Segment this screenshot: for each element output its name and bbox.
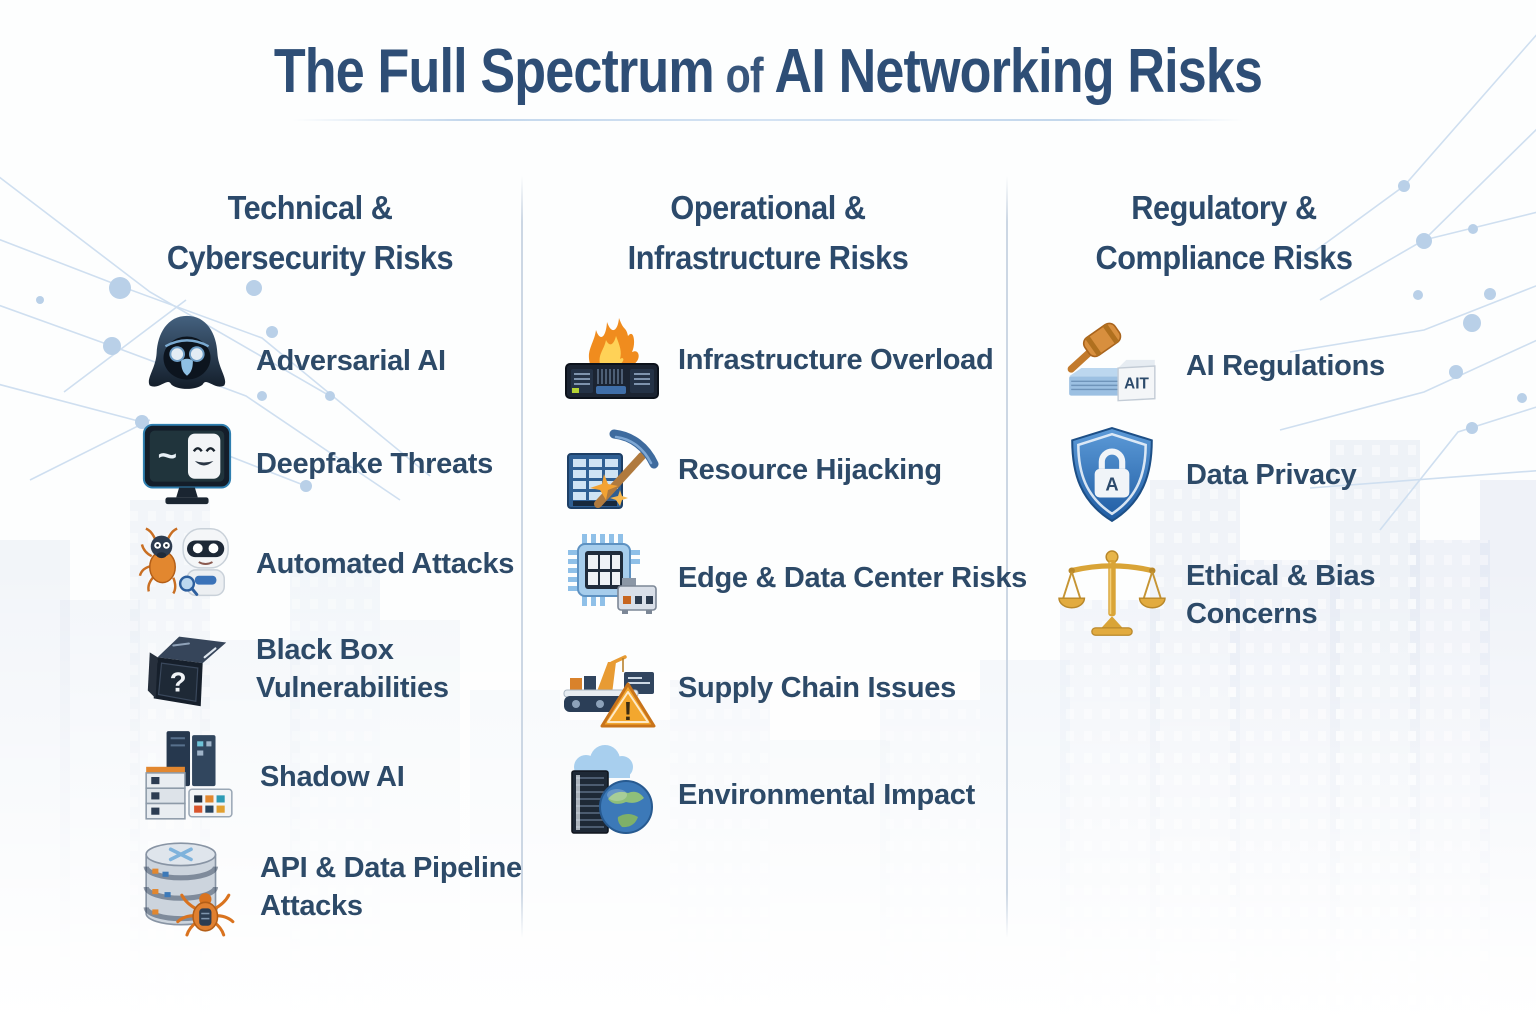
risk-item-label: API & Data Pipeline Attacks	[260, 851, 522, 922]
header-line: Cybersecurity Risks	[166, 239, 454, 276]
risk-item: ! Supply Chain Issues	[562, 638, 956, 738]
risk-item: Adversarial AI	[138, 312, 446, 410]
risk-item-label: AI Regulations	[1186, 349, 1385, 382]
risk-item: Edge & Data Center Risks	[562, 528, 1027, 628]
risk-item: A Data Privacy	[1056, 424, 1357, 526]
gavel-ai-block-icon: AIT	[1067, 322, 1156, 402]
risk-item-label: Environmental Impact	[678, 778, 975, 811]
risk-item-label: Edge & Data Center Risks	[678, 561, 1027, 594]
risk-item: ~ Deepfake Threats	[138, 415, 493, 513]
risk-item: ? Black Box Vulnerabilities	[138, 620, 496, 718]
header-line: Compliance Risks	[1095, 239, 1353, 276]
risk-item-label: Infrastructure Overload	[678, 343, 994, 376]
black-box-question-icon: ?	[147, 636, 227, 707]
risk-item: Ethical & Bias Concerns	[1056, 542, 1401, 648]
warning-exclamation-glyph: !	[624, 696, 633, 726]
column-header-regulatory: Regulatory & Compliance Risks	[1029, 183, 1420, 283]
shadow-server-cluster-icon	[145, 731, 233, 820]
header-line: Regulatory &	[1131, 189, 1317, 226]
column-divider-1	[521, 176, 523, 938]
risk-item-label: Automated Attacks	[256, 547, 515, 580]
bug-and-robot-icon	[138, 527, 229, 597]
risk-item: API & Data Pipeline Attacks	[138, 836, 545, 938]
risk-item-label: Supply Chain Issues	[678, 671, 956, 704]
risk-item-label: Deepfake Threats	[256, 447, 493, 480]
column-header-technical: Technical & Cybersecurity Risks	[115, 183, 506, 283]
risk-item: Shadow AI	[138, 726, 405, 828]
database-spider-icon	[143, 842, 235, 937]
shield-lock-icon: A	[1071, 427, 1153, 523]
risk-item: Environmental Impact	[562, 745, 975, 845]
title-divider	[292, 119, 1244, 121]
scales-of-justice-icon	[1058, 550, 1166, 636]
column-divider-2	[1006, 176, 1008, 938]
title-part1: The Full Spectrum	[273, 37, 715, 106]
risk-item: AIT AI Regulations	[1056, 315, 1385, 417]
title-connector: of	[725, 49, 764, 103]
header-line: Technical &	[227, 189, 393, 226]
server-cloud-globe-icon	[571, 745, 653, 834]
header-line: Infrastructure Risks	[627, 239, 909, 276]
risk-item: Infrastructure Overload	[562, 310, 994, 410]
adversarial-ai-hooded-figure-icon	[148, 315, 226, 389]
risk-item-label: Data Privacy	[1186, 458, 1357, 491]
header-line: Operational &	[670, 189, 866, 226]
risk-item-label: Adversarial AI	[256, 344, 446, 377]
deepfake-wave-glyph: ~	[158, 438, 177, 475]
black-box-question-glyph: ?	[170, 667, 187, 698]
server-pickaxe-icon	[567, 429, 659, 509]
title-part2: AI Networking Risks	[774, 37, 1263, 106]
risk-item-label: Ethical & Bias Concerns	[1186, 559, 1376, 630]
risk-item-label: Black Box Vulnerabilities	[256, 633, 449, 704]
privacy-lock-letter: A	[1105, 473, 1118, 494]
risk-item: Automated Attacks	[138, 515, 514, 613]
risk-item-label: Shadow AI	[260, 760, 405, 793]
conveyor-warning-icon: !	[563, 655, 656, 728]
risk-item: Resource Hijacking	[562, 420, 942, 520]
burning-server-icon	[565, 318, 659, 399]
regulation-block-label: AIT	[1124, 375, 1149, 392]
deepfake-monitor-face-icon: ~	[142, 423, 232, 505]
risk-item-label: Resource Hijacking	[678, 453, 942, 486]
column-header-operational: Operational & Infrastructure Risks	[562, 183, 975, 283]
chip-edge-device-icon	[568, 534, 657, 614]
